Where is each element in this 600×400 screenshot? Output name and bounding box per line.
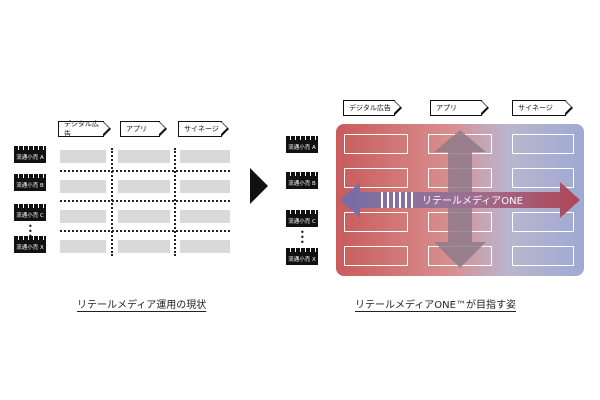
store-icon-b: 流通小売 B	[14, 174, 46, 191]
data-cell	[512, 212, 574, 232]
data-cell	[344, 246, 408, 266]
cross-arrows-icon	[340, 130, 580, 268]
column-divider	[174, 148, 176, 256]
column-divider	[111, 148, 113, 256]
store-icon-c: 流通小売 C	[14, 204, 46, 221]
data-cell	[180, 210, 230, 223]
row-divider	[60, 170, 230, 172]
data-cell	[344, 212, 408, 232]
data-cell	[180, 150, 230, 163]
transition-arrow-icon	[250, 168, 268, 204]
data-cell	[512, 246, 574, 266]
data-cell	[118, 150, 170, 163]
data-cell	[60, 150, 106, 163]
data-cell	[60, 210, 106, 223]
data-cell	[344, 168, 408, 188]
data-cell	[512, 134, 574, 154]
row-divider	[60, 230, 230, 232]
sparkle-icon	[381, 192, 413, 208]
channel-tag-digital-ad: デジタル広告	[343, 99, 402, 116]
data-cell	[60, 240, 106, 253]
store-icon-c: 流通小売 C	[286, 210, 318, 227]
channel-tag-digital-ad: デジタル広告	[58, 120, 111, 138]
data-cell	[180, 240, 230, 253]
store-icon-a: 流通小売 A	[286, 136, 318, 153]
store-icon-x: 流通小売 X	[14, 236, 46, 253]
data-cell	[118, 210, 170, 223]
channel-tag-signage: サイネージ	[178, 120, 229, 137]
store-icon-b: 流通小売 B	[286, 172, 318, 189]
right-caption: リテールメディアONE™が目指す姿	[355, 300, 516, 311]
data-cell	[118, 240, 170, 253]
channel-tag-signage: サイネージ	[512, 99, 573, 116]
channel-tag-app: アプリ	[120, 120, 167, 137]
data-cell	[512, 168, 574, 188]
vertical-ellipsis: •••	[300, 228, 305, 247]
data-cell	[118, 180, 170, 193]
data-cell	[60, 180, 106, 193]
left-caption: リテールメディア運用の現状	[77, 300, 207, 311]
store-icon-x: 流通小売 X	[286, 248, 318, 265]
channel-tag-app: アプリ	[430, 99, 489, 116]
store-icon-a: 流通小売 A	[14, 146, 46, 163]
row-divider	[60, 200, 230, 202]
data-cell	[180, 180, 230, 193]
data-cell	[344, 134, 408, 154]
platform-label: リテールメディアONE	[422, 196, 523, 207]
